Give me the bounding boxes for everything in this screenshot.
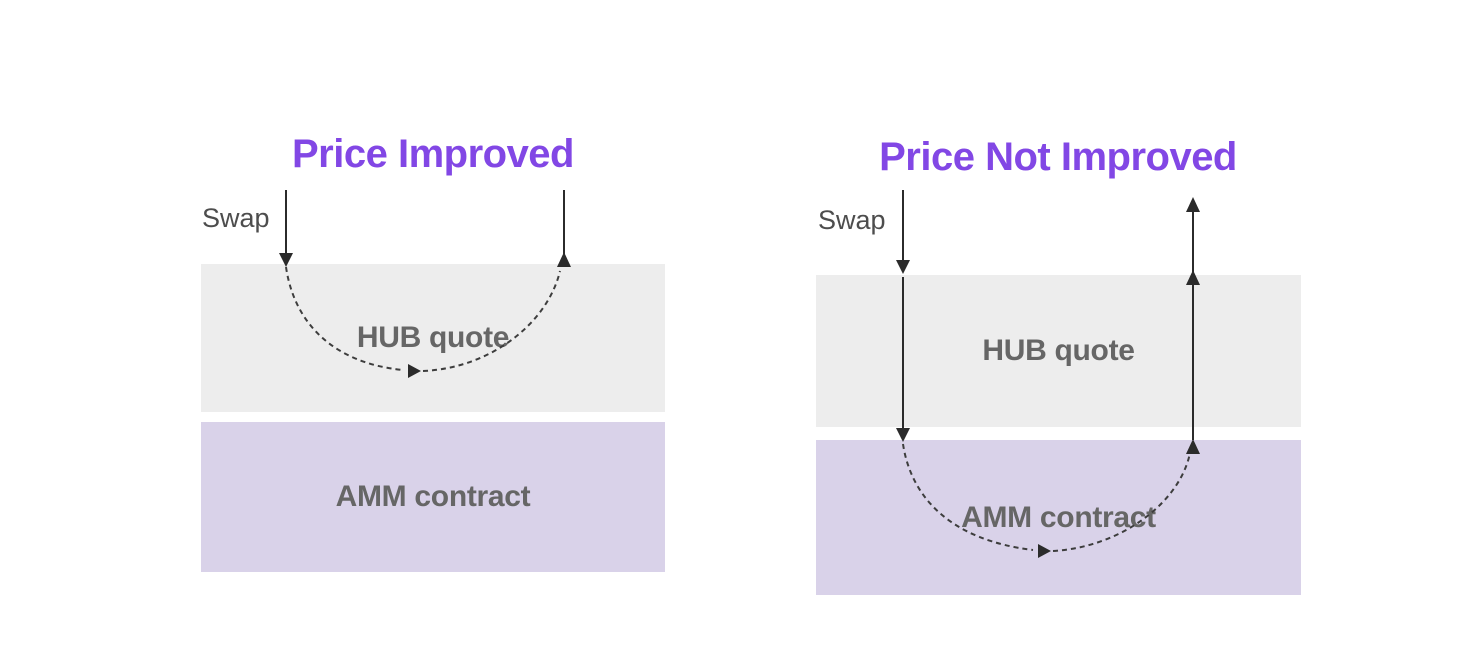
panel-title-price-improved: Price Improved (291, 132, 575, 177)
swap-label: Swap (202, 203, 270, 233)
amm-contract-box: AMM contract (201, 422, 665, 572)
panel-title-price-not-improved: Price Not Improved (879, 135, 1237, 180)
swap-down-arrow-price-improved (279, 190, 293, 267)
amm-contract-label: AMM contract (961, 500, 1156, 534)
hub-quote-box: HUB quote (816, 275, 1301, 427)
amm-contract-label: AMM contract (335, 480, 531, 513)
hub-quote-label: HUB quote (982, 334, 1135, 367)
hub-quote-box: HUB quote (201, 264, 665, 412)
hub-quote-label: HUB quote (356, 321, 510, 354)
return-up-arrow-price-improved (557, 190, 571, 267)
swap-label: Swap (818, 205, 886, 235)
amm-contract-box: AMM contract (816, 440, 1301, 595)
